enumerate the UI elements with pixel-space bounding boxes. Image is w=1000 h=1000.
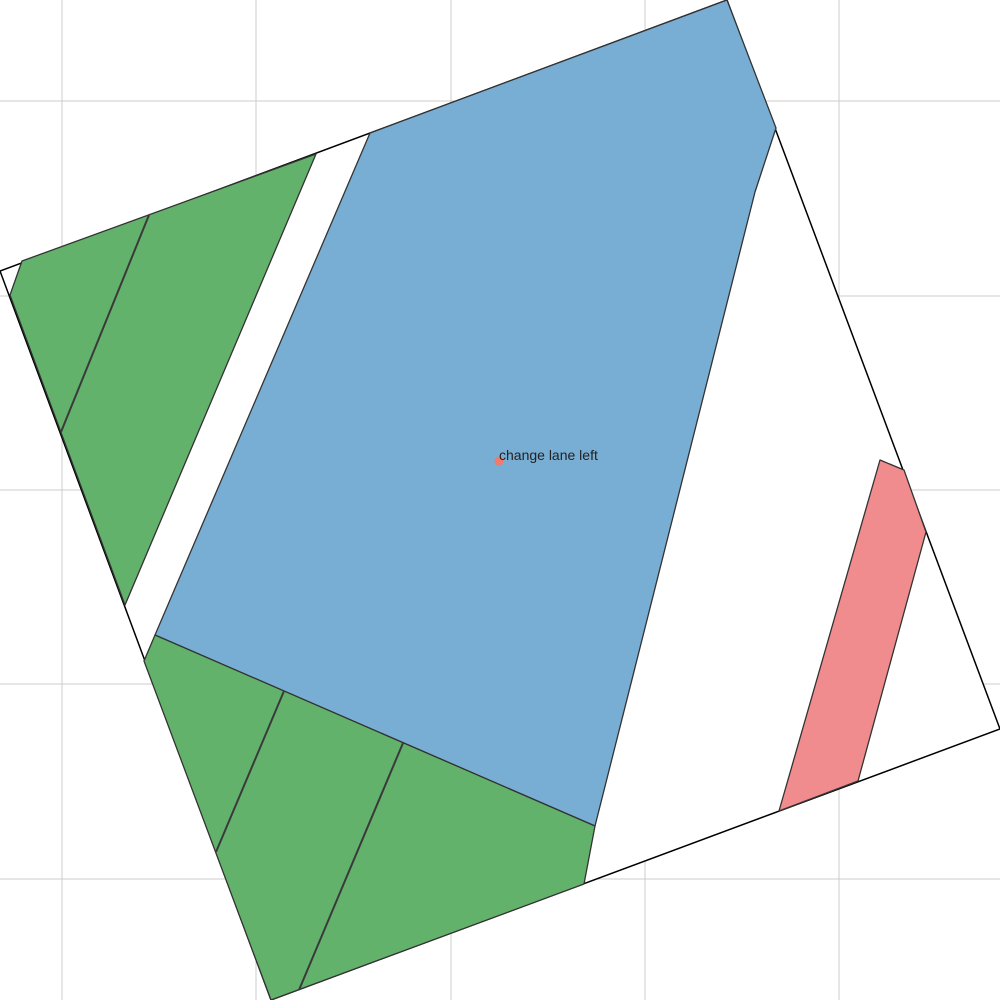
vegetation-divider [298,742,404,991]
vegetation-region-top-left [9,153,317,606]
vegetation-divider [60,214,150,433]
vegetation-divider [215,690,285,853]
vegetation-region-bottom [143,634,596,1000]
ego-action-label: change lane left [499,447,598,463]
ego-point-icon [494,456,504,466]
obstacle-region [778,459,927,812]
